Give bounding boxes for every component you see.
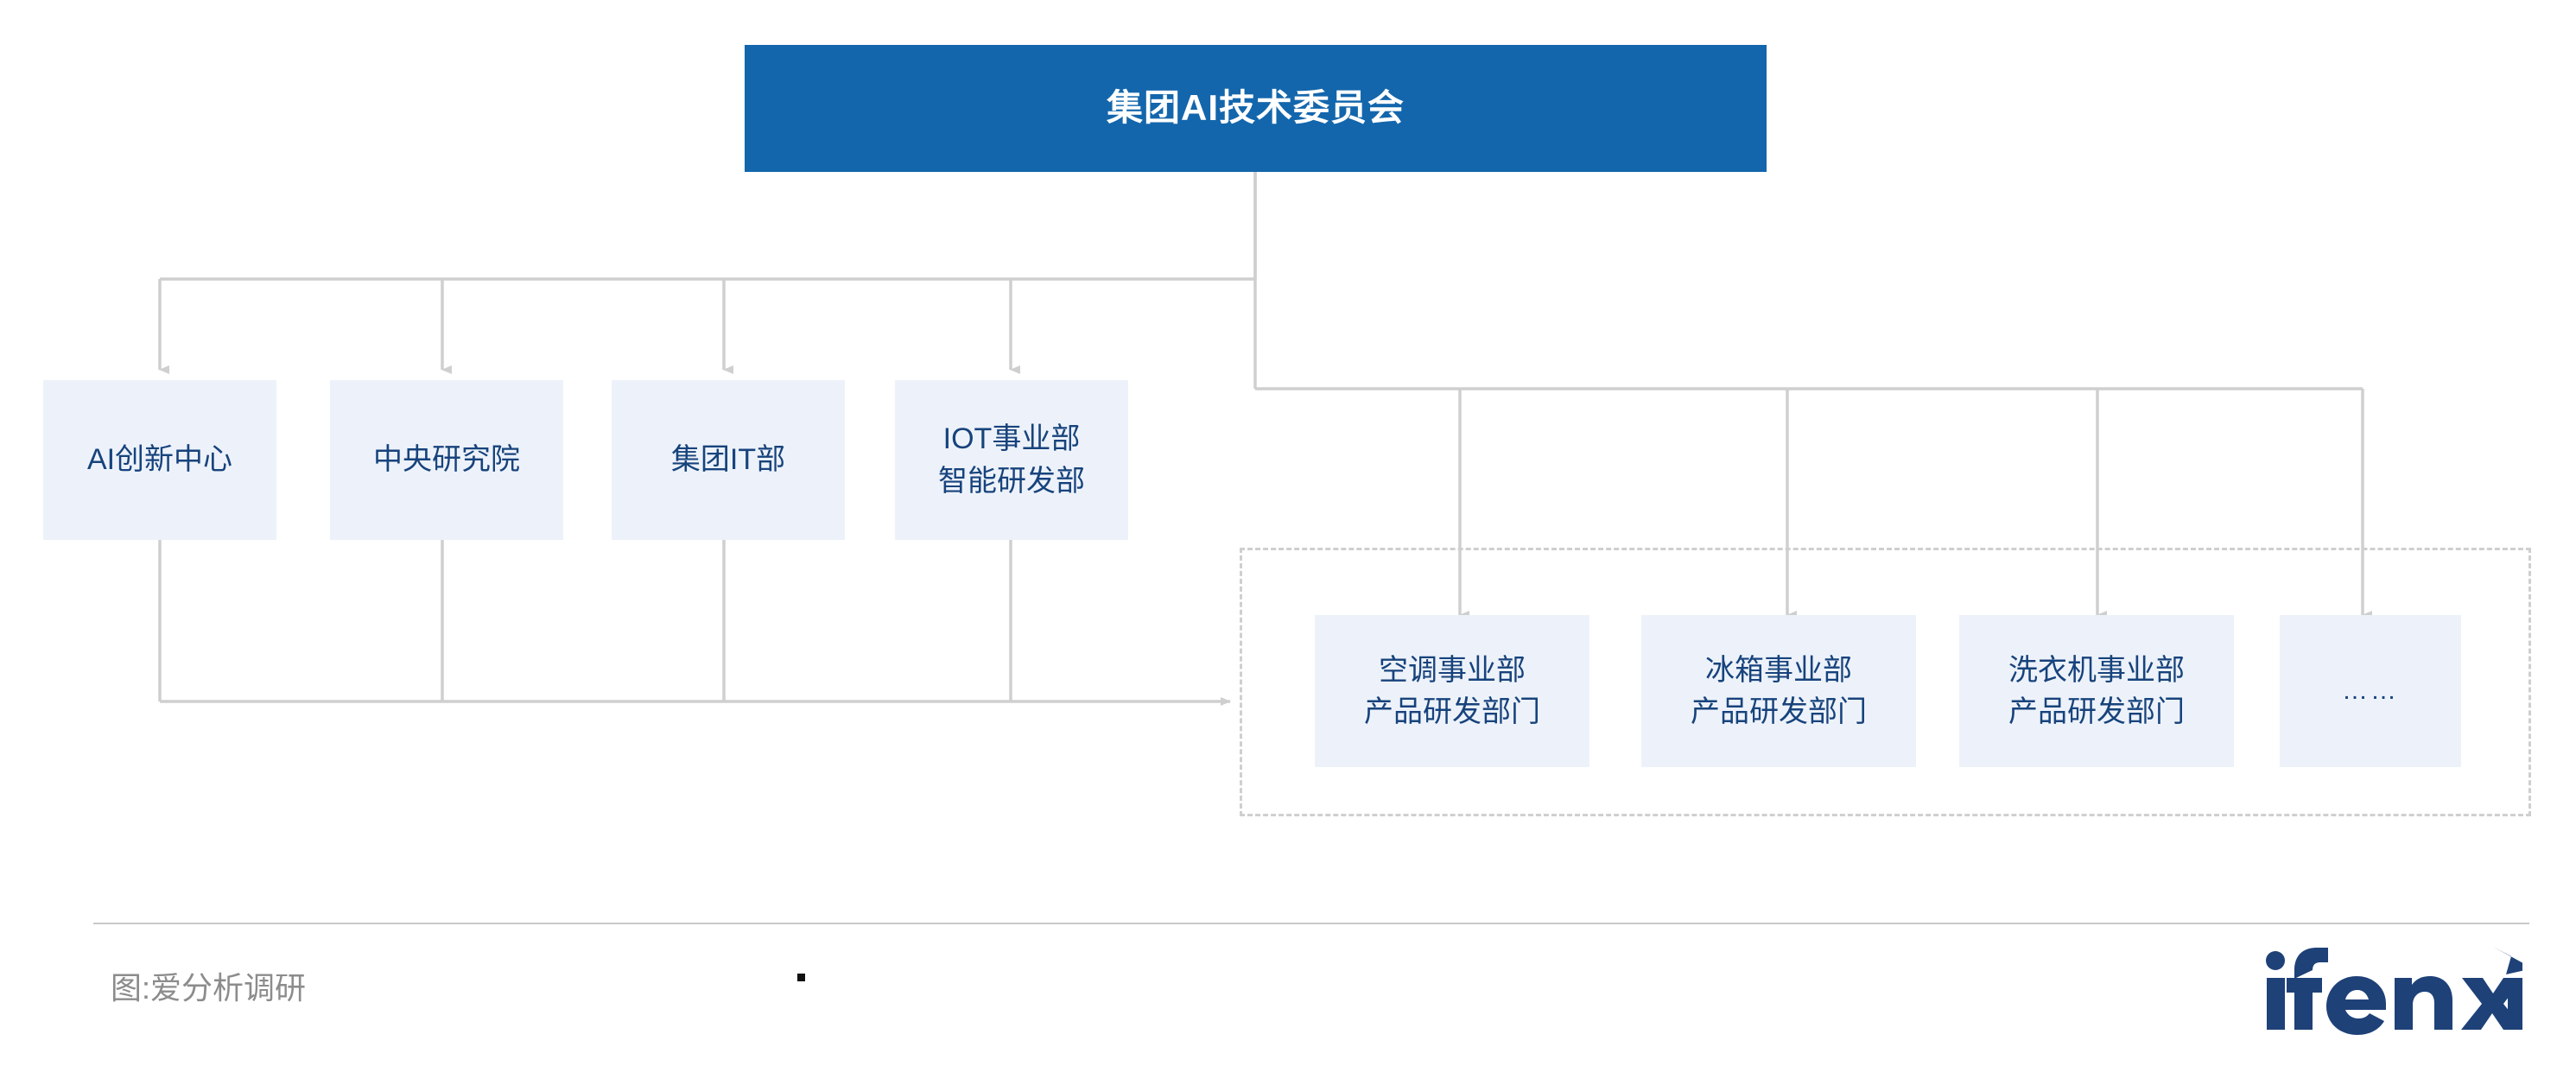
node-ai-committee[interactable]: 集团AI技术委员会 (745, 45, 1767, 172)
node-group-it-department-label: 集团IT部 (670, 443, 786, 477)
product-rnd-group-box (1240, 548, 2531, 816)
node-washer-bu-rnd-label: 洗衣机事业部 产品研发部门 (2008, 653, 2185, 728)
node-fridge-bu-rnd-label: 冰箱事业部 产品研发部门 (1691, 653, 1867, 728)
node-iot-bu-rnd-label: IOT事业部 智能研发部 (938, 422, 1085, 498)
node-central-research-institute-label: 中央研究院 (373, 443, 520, 477)
node-ai-committee-label: 集团AI技术委员会 (1106, 87, 1405, 129)
footer-divider (93, 923, 2529, 924)
node-iot-bu-rnd[interactable]: IOT事业部 智能研发部 (895, 380, 1128, 540)
node-ai-innovation-center[interactable]: AI创新中心 (43, 380, 276, 540)
node-central-research-institute[interactable]: 中央研究院 (330, 380, 563, 540)
node-group-it-department[interactable]: 集团IT部 (612, 380, 845, 540)
node-washer-bu-rnd[interactable]: 洗衣机事业部 产品研发部门 (1959, 615, 2234, 767)
source-caption: 图:爱分析调研 (111, 970, 307, 1006)
node-more-bu-label: …… (2342, 676, 2399, 705)
node-more-bu[interactable]: …… (2280, 615, 2461, 767)
node-ac-bu-rnd[interactable]: 空调事业部 产品研发部门 (1315, 615, 1589, 767)
node-ac-bu-rnd-label: 空调事业部 产品研发部门 (1364, 653, 1540, 728)
stray-dot-marker (797, 974, 805, 981)
node-fridge-bu-rnd[interactable]: 冰箱事业部 产品研发部门 (1641, 615, 1916, 767)
node-ai-innovation-center-label: AI创新中心 (86, 443, 233, 477)
ifenxi-logo (2263, 942, 2533, 1037)
